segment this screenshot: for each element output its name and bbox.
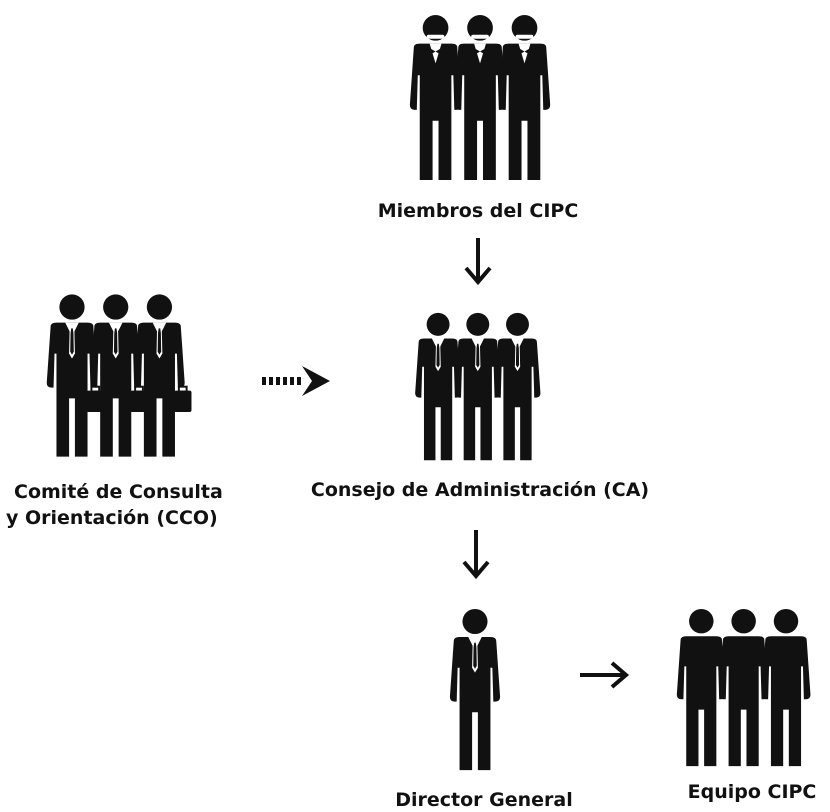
consejo-label: Consejo de Administración (CA) (310, 479, 650, 501)
group-of-three-people-with-briefcases-icon (38, 290, 208, 462)
comite-label-line2: y Orientación (CCO) (6, 507, 218, 529)
single-person-with-tie-icon (446, 608, 504, 772)
miembros-label: Miembros del CIPC (377, 200, 579, 222)
arrow-director-to-equipo (578, 660, 630, 690)
group-of-three-people-icon (668, 608, 824, 768)
group-of-three-people-with-bow-ties-icon (400, 14, 565, 182)
group-of-three-people-with-ties-icon (405, 312, 555, 462)
arrow-miembros-to-consejo (463, 236, 493, 286)
arrow-consejo-to-director (461, 528, 491, 580)
equipo-label: Equipo CIPC (687, 781, 817, 803)
dotted-arrow-comite-to-consejo (260, 364, 332, 398)
director-label: Director General (395, 789, 573, 811)
comite-label-line1: Comité de Consulta (14, 481, 223, 503)
